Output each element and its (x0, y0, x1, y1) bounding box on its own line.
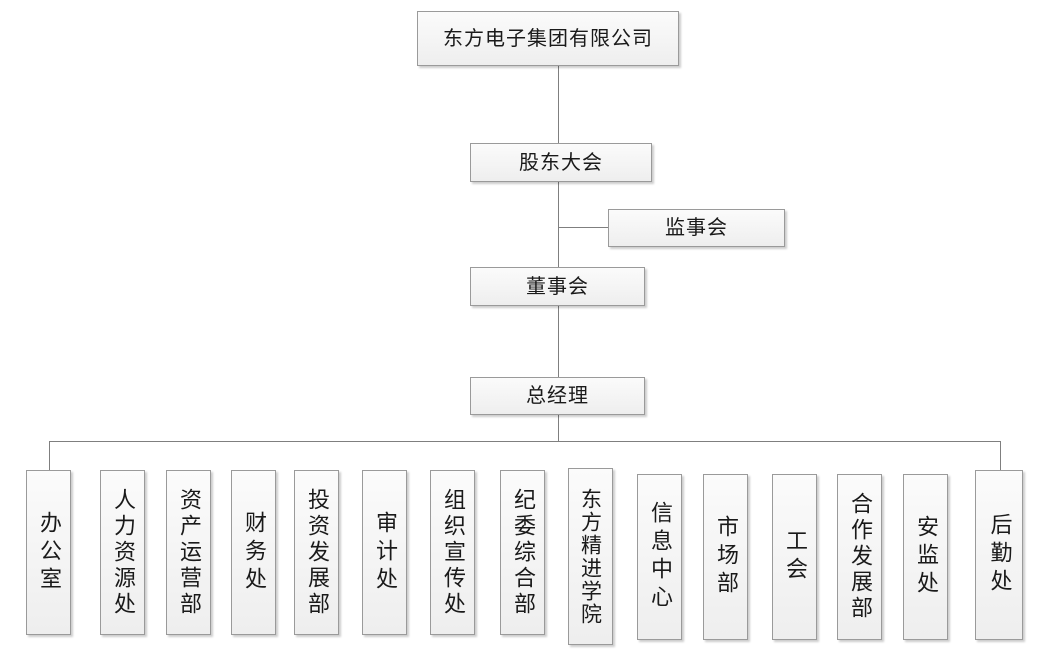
department-label: 合作发展部 (847, 492, 873, 622)
node-shareholders-meeting-label: 股东大会 (519, 149, 603, 174)
department-label: 工会 (782, 529, 808, 585)
department-box[interactable]: 投资发展部 (294, 470, 339, 635)
department-label: 安监处 (913, 515, 939, 599)
department-label: 东方精进学院 (578, 487, 603, 626)
department-label: 后勤处 (986, 513, 1012, 597)
node-board-of-directors[interactable]: 董事会 (470, 267, 645, 306)
department-box[interactable]: 人力资源处 (100, 470, 145, 635)
node-general-manager-label: 总经理 (526, 383, 589, 408)
connector-shareholders-to-directors (558, 182, 559, 267)
department-label: 市场部 (713, 515, 739, 599)
node-company[interactable]: 东方电子集团有限公司 (417, 11, 679, 66)
node-board-of-supervisors-label: 监事会 (665, 215, 728, 240)
department-label: 人力资源处 (110, 487, 136, 618)
department-box[interactable]: 安监处 (903, 474, 948, 640)
node-board-of-supervisors[interactable]: 监事会 (608, 209, 785, 247)
department-box[interactable]: 后勤处 (975, 470, 1023, 640)
department-label: 办公室 (36, 510, 62, 595)
connector-bus-to-last-department (1000, 441, 1001, 470)
department-box[interactable]: 审计处 (362, 470, 407, 635)
department-box[interactable]: 工会 (772, 474, 817, 640)
department-label: 审计处 (372, 510, 398, 595)
department-label: 资产运营部 (176, 487, 202, 618)
department-label: 信息中心 (647, 501, 673, 613)
department-box[interactable]: 财务处 (231, 470, 276, 635)
node-board-of-directors-label: 董事会 (526, 273, 589, 298)
node-shareholders-meeting[interactable]: 股东大会 (470, 143, 652, 182)
department-label: 财务处 (241, 510, 267, 595)
connector-department-bus (49, 441, 1001, 442)
connector-directors-to-manager (558, 306, 559, 377)
connector-manager-down-stem (558, 415, 559, 441)
connector-supervisors-branch (558, 227, 608, 228)
connector-company-to-shareholders (558, 66, 559, 143)
department-box[interactable]: 办公室 (26, 470, 71, 635)
department-label: 组织宣传处 (440, 487, 466, 618)
department-label: 投资发展部 (304, 487, 330, 618)
department-box[interactable]: 资产运营部 (166, 470, 211, 635)
department-box[interactable]: 东方精进学院 (568, 468, 613, 645)
department-label: 纪委综合部 (510, 487, 536, 618)
department-box[interactable]: 信息中心 (637, 474, 682, 640)
node-general-manager[interactable]: 总经理 (470, 377, 645, 415)
department-box[interactable]: 纪委综合部 (500, 470, 545, 635)
connector-bus-to-first-department (49, 441, 50, 470)
node-company-label: 东方电子集团有限公司 (443, 25, 653, 50)
department-box[interactable]: 市场部 (703, 474, 748, 640)
department-box[interactable]: 合作发展部 (837, 474, 882, 640)
department-box[interactable]: 组织宣传处 (430, 470, 475, 635)
